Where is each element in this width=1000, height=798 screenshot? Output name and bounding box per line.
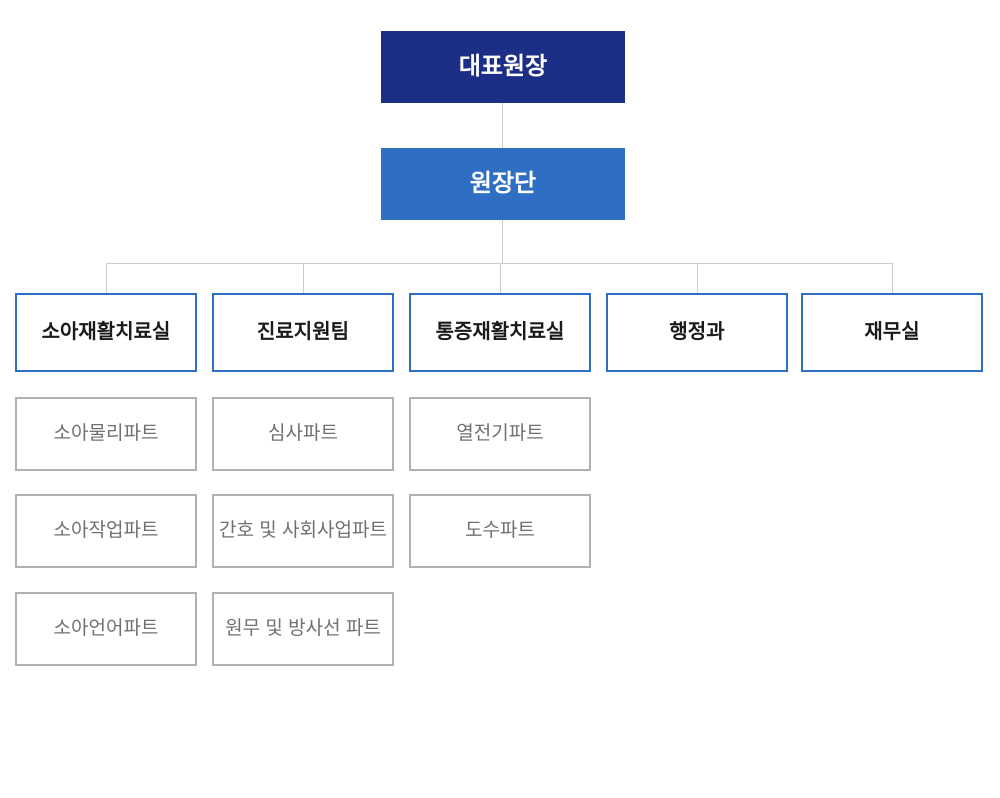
- sub-label: 간호 및 사회사업파트: [219, 520, 387, 542]
- dept-label: 재무실: [864, 321, 920, 343]
- org-node-root: 대표원장: [381, 31, 625, 103]
- sub-label: 원무 및 방사선 파트: [225, 618, 381, 640]
- dept-label: 통증재활치료실: [435, 321, 565, 343]
- connector-executive-down: [502, 220, 503, 263]
- sub-label: 열전기파트: [456, 423, 544, 445]
- dept-label: 진료지원팀: [257, 321, 349, 343]
- sub-label: 소아물리파트: [53, 423, 159, 445]
- org-node-executive-label: 원장단: [469, 170, 537, 197]
- connector-drop-dept2: [303, 263, 304, 293]
- sub-label: 심사파트: [268, 423, 338, 445]
- org-node-sub-pediatric-physical: 소아물리파트: [15, 397, 197, 471]
- connector-drop-dept1: [106, 263, 107, 293]
- dept-label: 행정과: [669, 321, 725, 343]
- org-node-sub-thermoelectric: 열전기파트: [409, 397, 591, 471]
- org-node-dept-administration: 행정과: [606, 293, 788, 372]
- org-node-root-label: 대표원장: [458, 53, 548, 80]
- connector-drop-dept4: [697, 263, 698, 293]
- org-node-sub-review: 심사파트: [212, 397, 394, 471]
- connector-drop-dept3: [500, 263, 501, 293]
- org-node-sub-pediatric-language: 소아언어파트: [15, 592, 197, 666]
- org-node-sub-manual-therapy: 도수파트: [409, 494, 591, 568]
- sub-label: 소아작업파트: [53, 520, 159, 542]
- org-node-dept-medical-support: 진료지원팀: [212, 293, 394, 372]
- org-node-dept-pediatric-rehab: 소아재활치료실: [15, 293, 197, 372]
- sub-label: 소아언어파트: [53, 618, 159, 640]
- connector-root-executive: [502, 103, 503, 148]
- org-node-sub-pediatric-occupational: 소아작업파트: [15, 494, 197, 568]
- dept-label: 소아재활치료실: [41, 321, 171, 343]
- org-node-executive: 원장단: [381, 148, 625, 220]
- org-node-sub-nursing-social: 간호 및 사회사업파트: [212, 494, 394, 568]
- org-node-sub-medical-affairs-radiology: 원무 및 방사선 파트: [212, 592, 394, 666]
- connector-horizontal: [106, 263, 892, 264]
- org-node-dept-pain-rehab: 통증재활치료실: [409, 293, 591, 372]
- org-node-dept-finance: 재무실: [801, 293, 983, 372]
- connector-drop-dept5: [892, 263, 893, 293]
- sub-label: 도수파트: [465, 520, 535, 542]
